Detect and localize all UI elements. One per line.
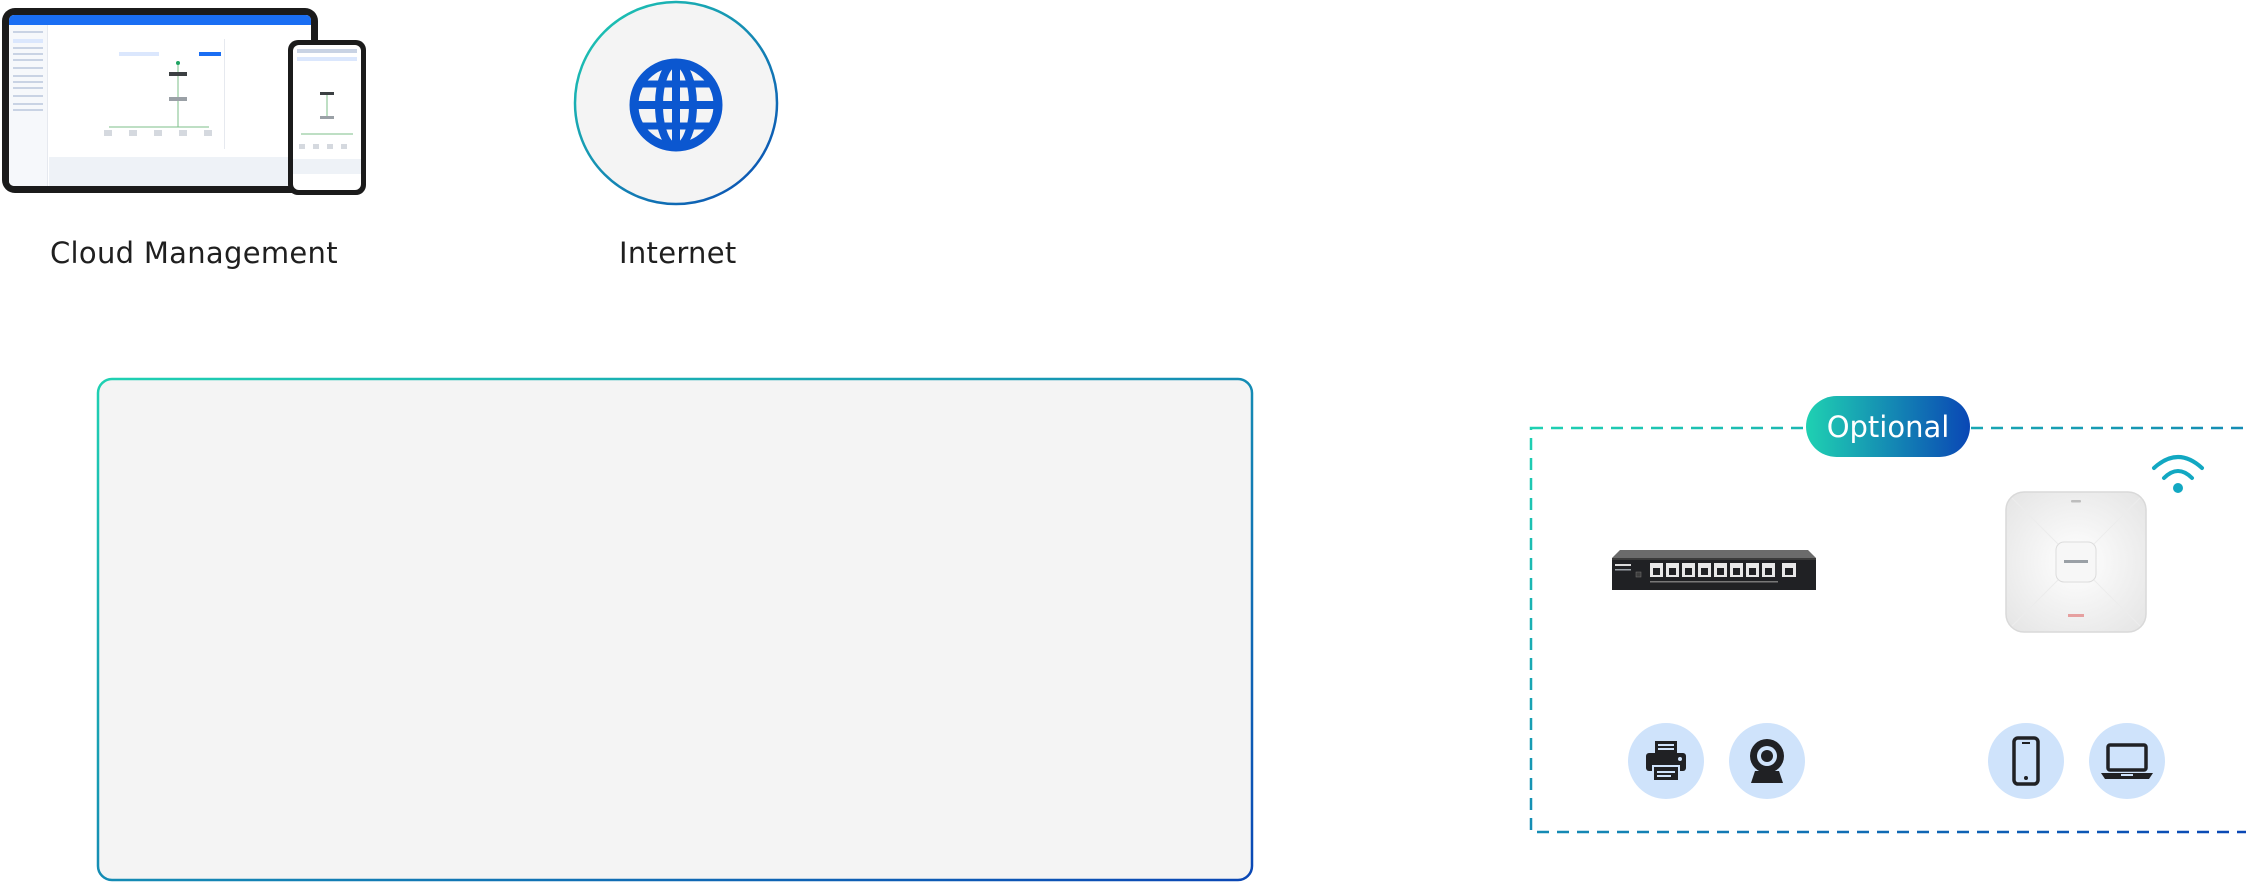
tablet-sidebar [9,25,48,186]
phone-screen [293,45,361,190]
main-panel [96,377,1254,882]
printer-icon [1628,723,1704,799]
wifi-icon [2150,450,2206,496]
tablet-topology-thumb [49,39,311,186]
tablet-topbar [9,15,311,25]
internet-label: Internet [619,236,737,270]
phone-mockup [288,40,366,195]
network-switch-device [1610,548,1818,592]
laptop-icon [2089,723,2165,799]
access-point-device [2004,490,2148,634]
phone-topology-thumb [293,92,361,174]
tablet-mockup [2,8,318,193]
globe-icon [628,57,724,153]
cloud-management-label: Cloud Management [50,236,338,270]
smartphone-icon [1988,723,2064,799]
ip-camera-icon [1729,723,1805,799]
tablet-screen [9,15,311,186]
optional-badge: Optional [1806,396,1970,457]
optional-box [1529,426,2246,834]
